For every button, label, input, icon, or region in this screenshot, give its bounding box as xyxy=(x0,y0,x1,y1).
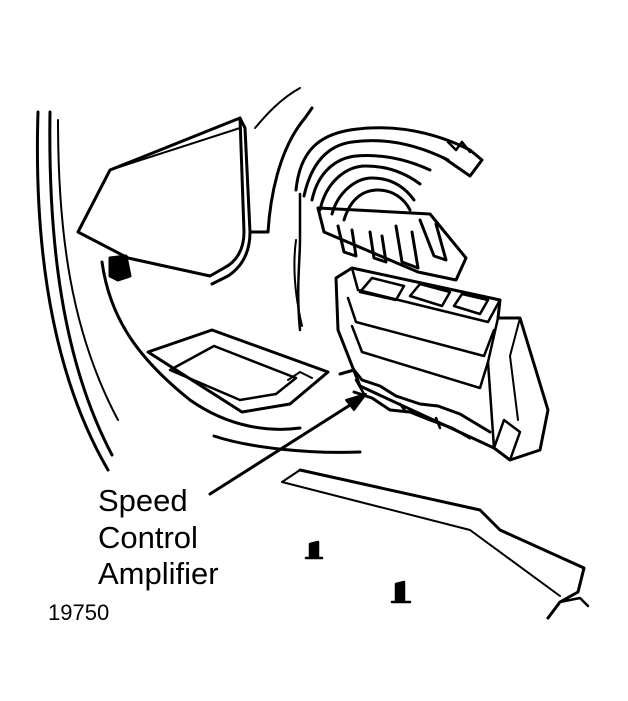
callout-label-line-2: Control xyxy=(98,520,198,555)
door-sill-strip xyxy=(281,468,590,620)
fastener-screws xyxy=(304,540,412,604)
figure-number: 19750 xyxy=(48,600,110,625)
panel-tab xyxy=(108,254,132,282)
amplifier-module xyxy=(334,266,550,462)
wiring-harness xyxy=(293,126,484,332)
upper-panel xyxy=(76,87,314,286)
body-panel-edge xyxy=(35,110,119,472)
callout-label-line-1: Speed xyxy=(98,483,188,518)
module-mounting-bracket xyxy=(338,368,492,440)
callout-label-line-3: Amplifier xyxy=(98,556,219,591)
floor-plate xyxy=(146,328,330,414)
callout-leader-arrow xyxy=(208,393,367,496)
harness-connectors xyxy=(316,206,468,282)
